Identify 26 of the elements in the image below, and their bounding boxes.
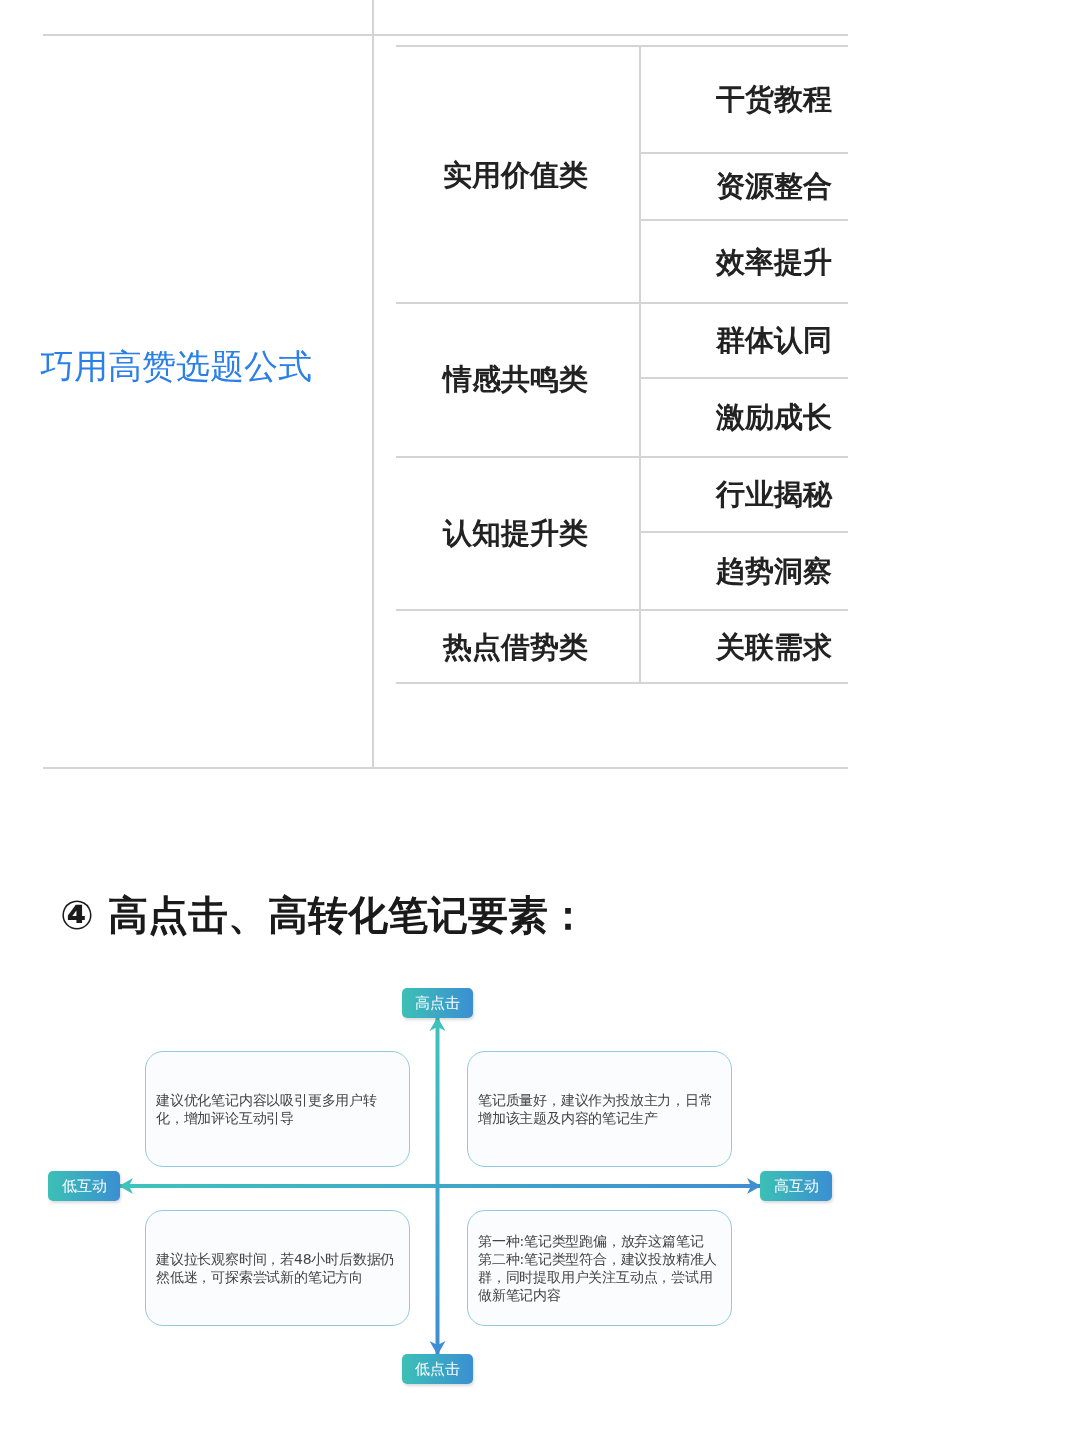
subcategory-label: 行业揭秘 (716, 480, 832, 509)
section-title: ④ 高点击、高转化笔记要素： (60, 895, 588, 935)
subcategory-label: 群体认同 (716, 326, 832, 355)
category-label: 实用价值类 (443, 161, 588, 190)
box-text: 第二种:笔记类型符合，建议投放精准人群，同时提取用户关注互动点，尝试用做新笔记内容 (478, 1250, 719, 1304)
axis-arrow (429, 1017, 446, 1355)
subcategory-label: 干货教程 (716, 85, 832, 114)
axis-arrow (119, 1178, 761, 1194)
heading-text: 巧用高赞选题公式 (40, 349, 312, 383)
quadrant-box (467, 1210, 732, 1326)
category-label: 情感共鸣类 (443, 365, 588, 394)
quadrant-box: 建议优化笔记内容以吸引更多用户转化，增加评论互动引导 (145, 1051, 410, 1167)
quadrant-box: 建议拉长观察时间，若48小时后数据仍然低迷，可探索尝试新的笔记方向 (145, 1210, 410, 1326)
subcategory-label: 趋势洞察 (716, 557, 832, 586)
subcategory-label: 关联需求 (716, 633, 832, 662)
axis-label: 低互动 (48, 1171, 120, 1201)
subcategory-label: 效率提升 (716, 248, 832, 277)
category-label: 认知提升类 (443, 519, 588, 548)
quadrant-box: 笔记质量好，建议作为投放主力，日常增加该主题及内容的笔记生产 (467, 1051, 732, 1167)
category-label: 热点借势类 (443, 633, 588, 662)
axis-label: 高互动 (760, 1171, 832, 1201)
subcategory-label: 激励成长 (716, 403, 832, 432)
box-text: 第一种:笔记类型跑偏，放弃这篇笔记 (478, 1232, 705, 1250)
axis-label: 低点击 (402, 1354, 473, 1384)
subcategory-label: 资源整合 (716, 172, 832, 201)
axis-label: 高点击 (402, 988, 473, 1018)
